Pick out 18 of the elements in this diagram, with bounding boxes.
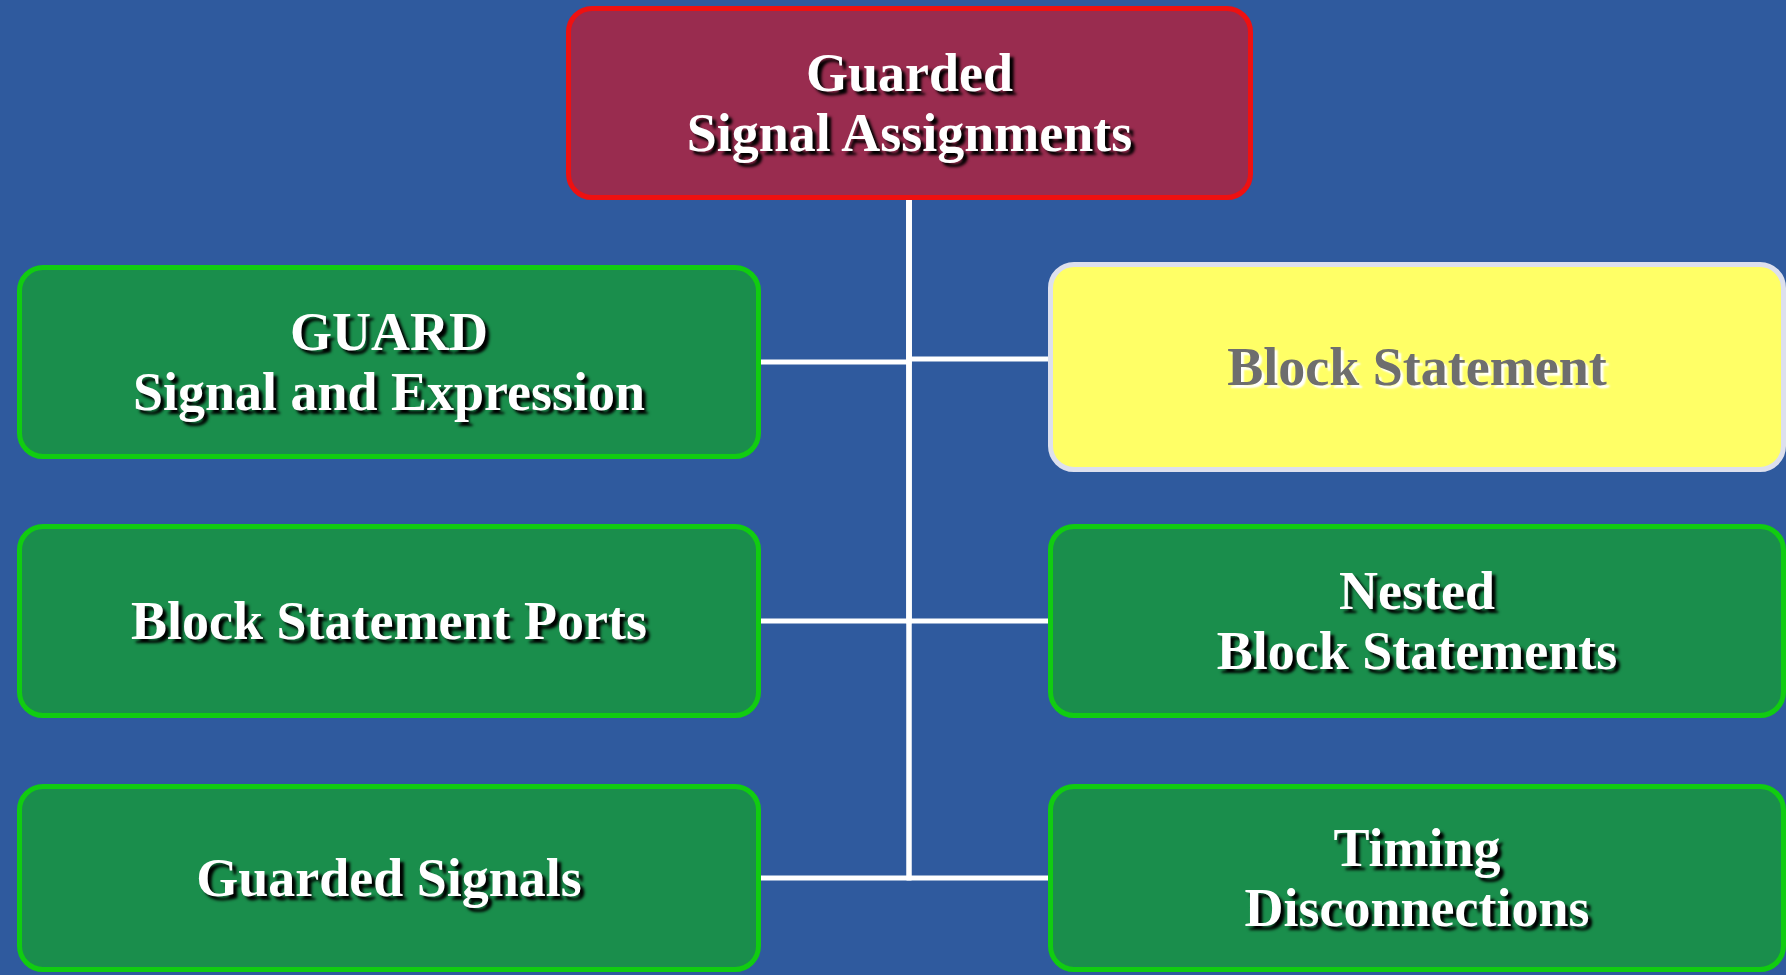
title-box bbox=[566, 6, 1253, 200]
node-label: Timing bbox=[1332, 817, 1502, 878]
node-label: Guarded Signals bbox=[195, 847, 583, 909]
topic-box bbox=[17, 784, 761, 972]
topic-box bbox=[1048, 784, 1786, 972]
node-label: Signal and Expression bbox=[131, 362, 647, 423]
topic-box bbox=[17, 524, 761, 718]
topic-box bbox=[1048, 524, 1786, 718]
node-label: Block Statements bbox=[1215, 621, 1619, 682]
node-label: Nested bbox=[1338, 560, 1496, 621]
node-label: Block Statement Ports bbox=[130, 590, 648, 652]
node-label: Signal Assignments bbox=[685, 103, 1134, 164]
node-label: Disconnections bbox=[1243, 878, 1591, 939]
node-label: GUARD bbox=[289, 301, 489, 362]
highlighted-topic-box bbox=[1048, 262, 1786, 472]
node-label: Block Statement bbox=[1226, 336, 1608, 398]
topic-box bbox=[17, 265, 761, 459]
node-label: Guarded bbox=[804, 42, 1014, 103]
